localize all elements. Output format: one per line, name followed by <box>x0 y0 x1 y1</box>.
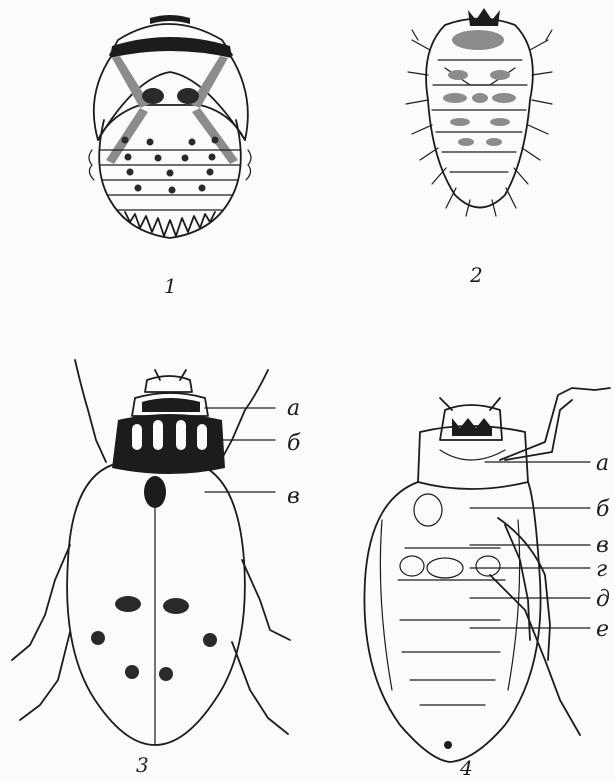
fig3-label-v: в <box>287 484 300 509</box>
figure-4-adult-ventral <box>364 388 610 762</box>
fig4-label-e: е <box>596 617 609 642</box>
fig3-label-a: а <box>287 396 300 421</box>
fig4-label-v: в <box>596 533 609 558</box>
fig4-label-b: б <box>596 497 610 522</box>
figure-number-1: 1 <box>164 274 177 298</box>
figure-number-3: 3 <box>136 753 149 777</box>
fig4-label-g: г <box>596 557 607 582</box>
figure-number-4: 4 <box>459 756 473 780</box>
figure-1-pupa <box>89 15 251 238</box>
figure-3-adult-dorsal <box>12 360 290 745</box>
figure-number-2: 2 <box>469 263 483 287</box>
fig4-label-a: а <box>596 451 609 476</box>
fig3-label-b: б <box>287 431 301 456</box>
figure-2-larva <box>406 8 552 216</box>
fig4-label-d: д <box>596 587 610 612</box>
